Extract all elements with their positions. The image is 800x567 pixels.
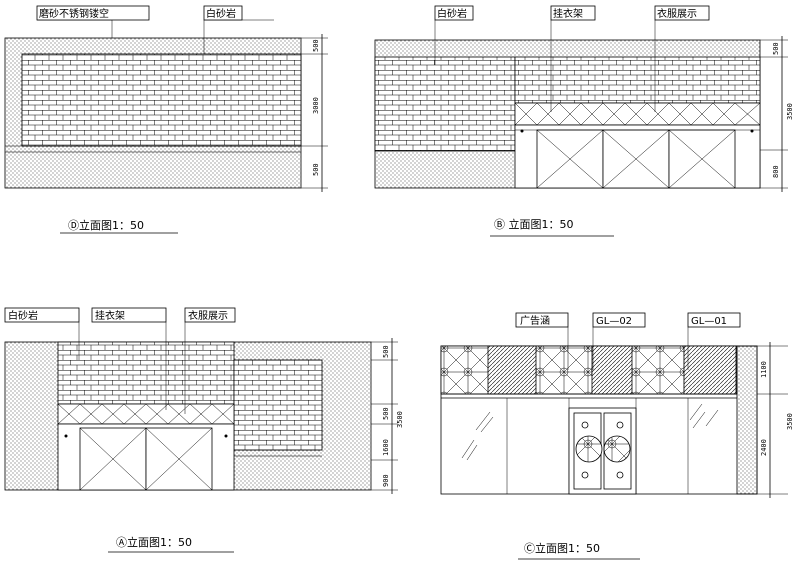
a-title: Ⓐ立面图1：50 xyxy=(116,535,192,549)
d-label-frosted-steel: 磨砂不锈钢镂空 xyxy=(39,7,109,20)
d-label-white-sand: 白砂岩 xyxy=(206,7,236,20)
elevation-d: 磨砂不锈钢镂空 白砂岩 500 3000 500 Ⓓ立面图1：50 xyxy=(4,5,328,234)
c-dim-lower: 2400 xyxy=(760,439,768,456)
a-dim-lower: 1600 xyxy=(382,439,390,456)
b-label-hanger: 挂衣架 xyxy=(553,7,583,20)
c-label-gl01: GL—01 xyxy=(691,316,727,327)
b-label-display: 衣服展示 xyxy=(657,7,697,20)
a-label-white-sand: 白砂岩 xyxy=(8,309,38,322)
d-dim-bottom: 500 xyxy=(312,163,320,176)
b-label-white-sand: 白砂岩 xyxy=(437,7,467,20)
b-dim-total: 3500 xyxy=(786,103,794,120)
a-label-hanger: 挂衣架 xyxy=(95,309,125,322)
a-dim-total: 3500 xyxy=(396,411,404,428)
c-ad-panel-1 xyxy=(487,345,537,395)
c-label-ad-wall: 广告涵 xyxy=(520,314,550,327)
b-dim-top: 500 xyxy=(772,42,780,55)
elevation-b: 白砂岩 挂衣架 衣服展示 500 3500 800 Ⓑ 立面图1：50 xyxy=(374,5,794,237)
c-dim-top: 1100 xyxy=(760,361,768,378)
b-brick-panel xyxy=(374,56,516,152)
a-dim-top: 500 xyxy=(382,345,390,358)
c-ad-panel-2 xyxy=(591,345,633,395)
elevation-a: 白砂岩 挂衣架 衣服展示 500 500 1600 900 3500 Ⓐ立面图1… xyxy=(4,307,404,553)
b-hanger-band xyxy=(514,102,761,126)
c-dim-total: 3500 xyxy=(786,413,794,430)
a-dim-mid: 500 xyxy=(382,407,390,420)
elevation-c: 广告涵 GL—02 GL—01 1100 2400 3500 Ⓒ立面图1：50 xyxy=(440,312,794,560)
c-ad-panel-3 xyxy=(683,345,737,395)
c-entry-doors[interactable] xyxy=(568,407,637,495)
a-brick-panel-right xyxy=(233,359,323,451)
a-brick-panel-left xyxy=(57,341,235,405)
a-hanger-band xyxy=(57,403,235,425)
a-cabinets xyxy=(57,423,235,491)
b-dim-bottom: 800 xyxy=(772,165,780,178)
d-dim-top: 500 xyxy=(312,39,320,52)
d-dim-middle: 3000 xyxy=(312,97,320,114)
b-cabinets xyxy=(514,124,761,189)
d-title: Ⓓ立面图1：50 xyxy=(68,218,144,232)
d-brick-panel xyxy=(21,53,302,147)
c-label-gl02: GL—02 xyxy=(596,316,632,327)
a-dim-bottom: 900 xyxy=(382,474,390,487)
c-title: Ⓒ立面图1：50 xyxy=(524,541,600,555)
a-label-display: 衣服展示 xyxy=(188,309,228,322)
b-title: Ⓑ 立面图1：50 xyxy=(494,217,574,231)
